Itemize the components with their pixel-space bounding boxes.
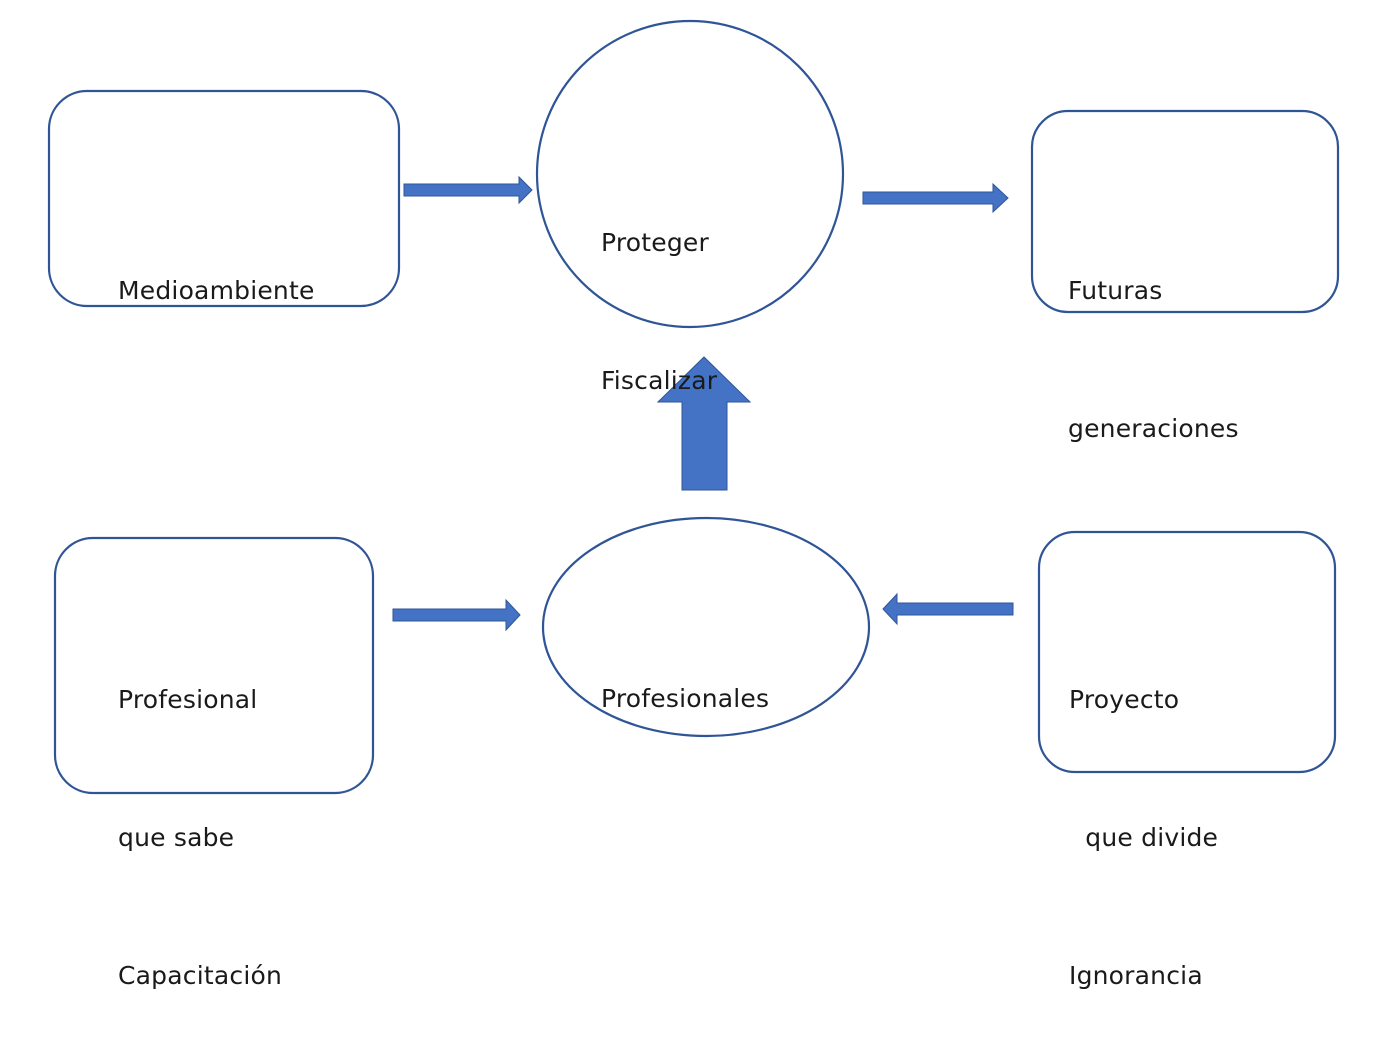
label-line: que divide [1069,823,1219,852]
node-medioambiente-label: Medioambiente [118,176,315,360]
node-profesionales[interactable] [541,516,871,738]
label-line: Profesional [118,685,258,714]
diagram-canvas [47,19,1340,795]
label-line: Medioambiente [118,276,315,305]
label-line: Proyecto [1069,685,1180,714]
node-profesional[interactable] [53,536,375,795]
arrow-medioambiente-to-proteger [403,175,533,205]
arrow-profesionales-to-proteger [656,356,752,491]
node-proyecto[interactable] [1037,530,1337,774]
node-proteger-fiscalizar[interactable] [535,19,845,329]
arrow-proyecto-to-profesionales [882,592,1014,626]
node-profesionales-label: Profesionales [601,584,769,768]
node-futuras-generaciones[interactable] [1030,109,1340,314]
label-line: Profesionales [601,684,770,713]
arrow-proteger-to-futuras [862,182,1009,214]
arrow-profesional-to-profesionales [392,598,521,632]
label-line: Fiscalizar [601,366,718,395]
label-line: Ignorancia [1069,961,1203,990]
node-profesional-label: Profesional que sabe Capacitación [118,585,282,1045]
node-futuras-label: Futuras generaciones [1068,176,1239,498]
node-proyecto-label: Proyecto que divide Ignorancia [1069,585,1218,1045]
node-medioambiente[interactable] [47,89,401,308]
node-proteger-label: Proteger Fiscalizar [601,128,717,450]
label-line: Futuras [1068,276,1163,305]
label-line: Capacitación [118,961,283,990]
label-line: Proteger [601,228,709,257]
label-line: generaciones [1068,414,1239,443]
label-line: que sabe [118,823,235,852]
